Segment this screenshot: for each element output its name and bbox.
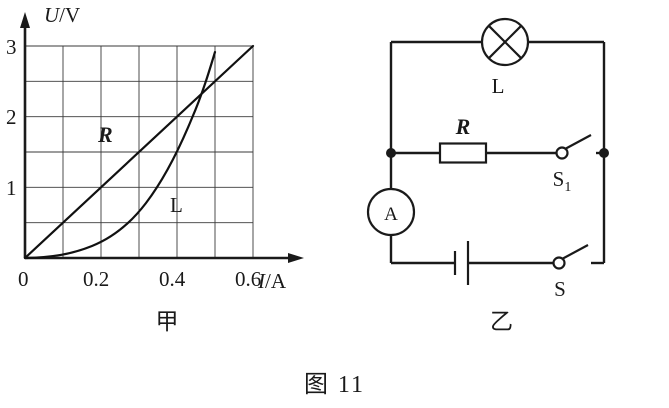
series-label-R: R xyxy=(97,122,113,147)
ui-graph-svg: U/V I/A 3 2 1 0 0.2 0.4 0.6 R L xyxy=(6,3,304,293)
series-line-R xyxy=(23,44,255,260)
series-curve-L xyxy=(23,50,217,260)
resistor-label: R xyxy=(455,114,471,139)
lamp-branch-wires xyxy=(389,40,606,153)
switch-open-icon-s[interactable] xyxy=(552,244,589,270)
switch-open-icon-s1[interactable] xyxy=(555,134,592,160)
y-tick-label-1: 1 xyxy=(6,176,17,200)
ui-graph-panel: U/V I/A 3 2 1 0 0.2 0.4 0.6 R L 甲 xyxy=(0,0,334,350)
x-tick-label-0p2: 0.2 xyxy=(83,267,109,291)
circuit-svg: L R S1 xyxy=(366,17,609,301)
source-branch-wires xyxy=(389,153,606,265)
x-tick-label-0p6: 0.6 xyxy=(235,267,261,291)
y-tick-label-3: 3 xyxy=(6,35,17,59)
right-panel-caption: 乙 xyxy=(490,309,513,334)
y-axis-title: U/V xyxy=(44,3,80,27)
ammeter-icon xyxy=(366,187,416,237)
ammeter-label: A xyxy=(384,204,398,225)
x-tick-label-0: 0 xyxy=(18,267,29,291)
resistor-icon xyxy=(438,142,488,164)
battery-icon xyxy=(453,241,470,285)
y-axis-arrow-icon xyxy=(20,12,30,28)
figure-caption: 图 11 xyxy=(303,372,366,398)
lamp-label: L xyxy=(492,74,505,98)
lamp-icon xyxy=(480,17,530,67)
series-label-L: L xyxy=(170,193,183,217)
left-panel-caption: 甲 xyxy=(155,309,179,334)
circuit-panel: L R S1 xyxy=(334,0,669,350)
switch1-label: S1 xyxy=(553,167,572,195)
x-axis-title: I/A xyxy=(257,269,287,293)
y-tick-label-2: 2 xyxy=(6,105,17,129)
switch2-label: S xyxy=(554,277,566,301)
x-axis-arrow-icon xyxy=(288,253,304,263)
graph-axes xyxy=(20,12,304,263)
x-tick-label-0p4: 0.4 xyxy=(159,267,186,291)
